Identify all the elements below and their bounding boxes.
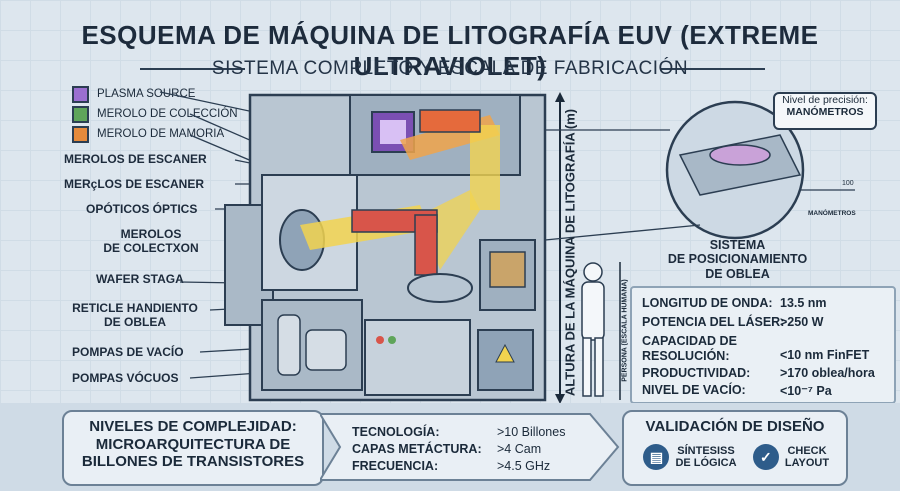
precision-value: MANÓMETROS	[786, 106, 864, 118]
wafer-grid	[489, 251, 526, 288]
complexity-arrow	[320, 413, 620, 481]
vacuum-pump	[305, 329, 347, 371]
wafer-stage	[407, 273, 473, 303]
positioning-label: SISTEMA DE POSICIONAMIENTO DE OBLEA	[667, 238, 808, 281]
label-wafer-stage: WAFER STAGA	[96, 272, 184, 286]
wafer-disc	[709, 144, 771, 166]
spec-value: 13.5 nm	[780, 296, 827, 310]
arrow-head-icon	[555, 394, 565, 404]
synthesis-label: SÍNTESISS DE LÓGICA	[675, 445, 737, 469]
validation-title: VALIDACIÓN DE DISEÑO	[645, 418, 825, 435]
complexity-key: FRECUENCIA:	[352, 459, 439, 473]
scale-max: 100	[842, 180, 854, 187]
label-pompas-1: POMPAS DE VACÍO	[72, 345, 184, 359]
spec-value: >250 W	[780, 315, 824, 329]
beam-tube	[419, 109, 481, 133]
height-axis-label: ALTURA DE LA MÁQUINA DE LITOGRAFÍA (m)	[562, 108, 578, 397]
checkmark-icon: ✓	[752, 444, 779, 470]
complexity-value: >4 Cam	[497, 442, 542, 456]
legend-item: PLASMA SOURCE	[72, 84, 247, 104]
spec-key: CAPACIDAD DE RESOLUCIÓN:	[642, 334, 737, 363]
legend-item: MEROLO DE COLECCIÓN	[72, 104, 247, 124]
specs-panel: LONGITUD DE ONDA: 13.5 nm POTENCIA DEL L…	[630, 286, 896, 404]
euv-beam	[470, 125, 500, 210]
precision-label: Nivel de precisión:	[782, 94, 868, 106]
legend-swatch	[72, 105, 89, 123]
check-layout-label: CHECK LAYOUT	[784, 445, 830, 469]
warning-icon	[495, 343, 515, 363]
spec-value: <10⁻⁷ Pa	[780, 384, 832, 398]
control-cabinet	[364, 319, 471, 396]
beam-tube	[414, 214, 438, 276]
label-colection: MEROLOS DE COLECTXON	[103, 227, 199, 255]
label-reticle: RETICLE HANDIENTO DE OBLEA	[72, 301, 198, 329]
complexity-title: NIVELES DE COMPLEJIDAD: MICROARQUITECTUR…	[81, 418, 305, 471]
label-escaner-2: MERçLOS DE ESCANER	[64, 177, 205, 191]
spec-value: >170 oblea/hora	[780, 366, 875, 380]
label-pompas-2: POMPAS VÓCUOS	[72, 371, 179, 385]
legend: PLASMA SOURCE MEROLO DE COLECCIÓN MEROLO…	[72, 84, 247, 144]
subtitle-rule-right	[660, 68, 765, 70]
person-scale-label: PERSONA (ESCALA HUMANA)	[621, 279, 629, 382]
indicator-light	[388, 336, 396, 344]
check-layout-button[interactable]: ✓ CHECK LAYOUT	[745, 440, 837, 474]
spec-key: POTENCIA DEL LÁSER:	[642, 315, 785, 329]
spec-key: NIVEL DE VACÍO:	[642, 383, 746, 397]
legend-swatch	[72, 125, 89, 143]
person-figure	[581, 262, 605, 397]
scale-label: MANÓMETROS	[808, 210, 856, 217]
spec-key: PRODUCTIVIDAD:	[642, 366, 751, 380]
logic-synthesis-button[interactable]: ▤ SÍNTESISS DE LÓGICA	[640, 440, 740, 474]
complexity-key: TECNOLOGÍA:	[352, 425, 440, 439]
complexity-value: >4.5 GHz	[497, 459, 551, 473]
page-subtitle: SISTEMA COMPLETO Y ESCALA DE FABRICACIÓN	[211, 58, 689, 79]
vacuum-pump	[277, 314, 301, 376]
precision-callout: Nivel de precisión: MANÓMETROS	[773, 92, 877, 130]
complexity-box: NIVELES DE COMPLEJIDAD: MICROARQUITECTUR…	[62, 410, 324, 486]
indicator-light	[376, 336, 384, 344]
label-escaner-1: MEROLOS DE ESCANER	[64, 152, 207, 166]
arrow-head-icon	[555, 92, 565, 102]
legend-item: MEROLO DE MAMORIA	[72, 124, 247, 144]
page-title: ESQUEMA DE MÁQUINA DE LITOGRAFÍA EUV (EX…	[81, 20, 819, 81]
complexity-key: CAPAS METÁCTURA:	[352, 442, 482, 456]
subtitle-rule-left	[140, 68, 245, 70]
synthesis-icon: ▤	[643, 444, 670, 470]
complexity-value: >10 Billones	[497, 425, 566, 439]
spec-value: <10 nm FinFET	[780, 348, 870, 362]
legend-label: MEROLO DE MAMORIA	[97, 128, 225, 140]
legend-swatch	[72, 85, 89, 103]
label-opticos: OPÓTICOS ÓPTICS	[86, 202, 198, 216]
magnifier-leader	[544, 224, 701, 241]
spec-key: LONGITUD DE ONDA:	[642, 296, 773, 310]
legend-label: MEROLO DE COLECCIÓN	[97, 108, 238, 120]
legend-label: PLASMA SOURCE	[97, 88, 196, 100]
